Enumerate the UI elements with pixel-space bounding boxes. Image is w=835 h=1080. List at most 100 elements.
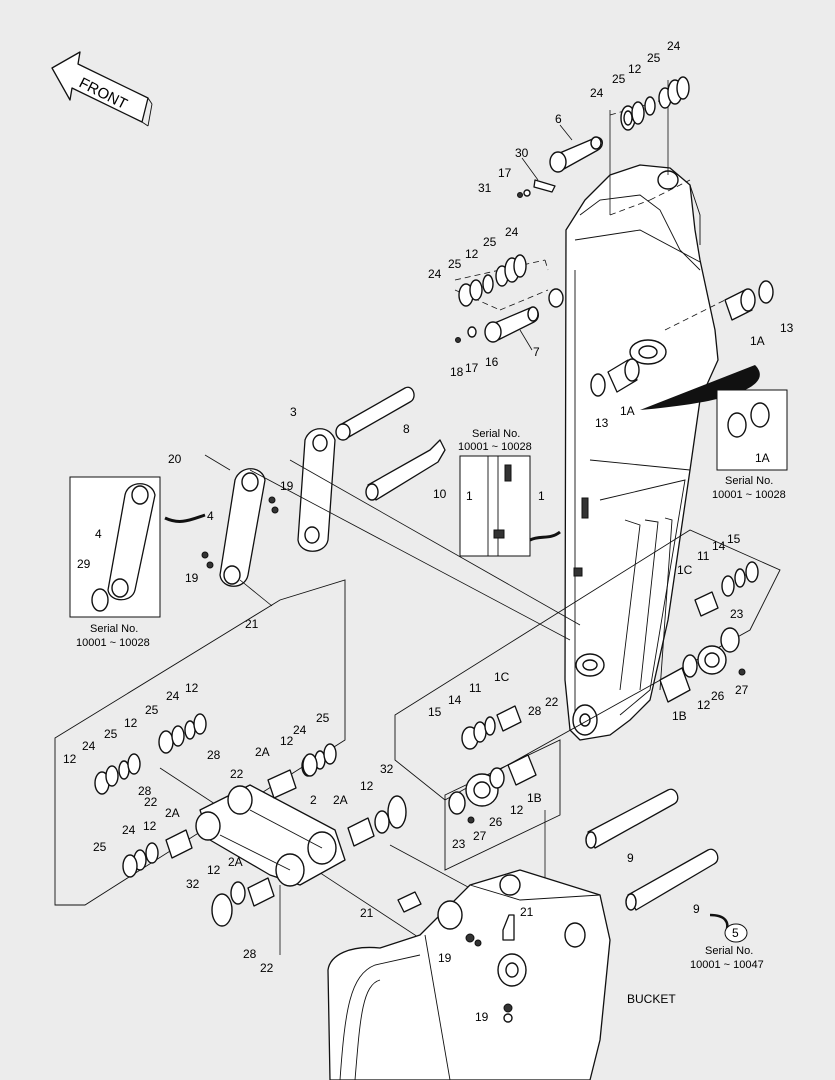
callout-17-lower: 17 (465, 361, 479, 375)
pin-6: 6 (549, 112, 604, 173)
callout-10: 10 (433, 487, 447, 501)
callout-25-box-a: 25 (104, 727, 118, 741)
shim-stack-mid: 24 12 25 25 24 (428, 225, 549, 311)
callout-1b-left: 1B (527, 791, 542, 805)
plate-30: 30 17 31 (478, 146, 556, 198)
callout-28-c: 28 (243, 947, 257, 961)
inset-link-4: 4 29 Serial No. 10001 ~ 10028 (69, 476, 206, 649)
callout-12-box-d: 12 (280, 734, 294, 748)
callout-28-d: 28 (528, 704, 542, 718)
callout-20: 20 (168, 452, 182, 466)
callout-27-left: 27 (473, 829, 487, 843)
link-3: 3 (290, 405, 336, 552)
callout-21-a: 21 (245, 617, 259, 631)
callout-1a-inset: 1A (755, 451, 770, 465)
callout-22-a: 22 (230, 767, 244, 781)
boom-serial-title: Serial No. (472, 428, 520, 440)
callout-12-lower-b: 12 (207, 863, 221, 877)
callout-23-right: 23 (730, 607, 744, 621)
callout-16: 16 (485, 355, 499, 369)
callout-32-a: 32 (380, 762, 394, 776)
bucket-label: BUCKET (627, 992, 676, 1006)
link-2: 2 2A 2A 2A 28 22 24 12 25 12 32 28 22 (93, 753, 407, 975)
callout-2a-a: 2A (255, 745, 270, 759)
bushing-serial-range: 10001 ~ 10028 (712, 489, 786, 501)
boom-serial-range: 10001 ~ 10028 (458, 441, 532, 453)
callout-9-lower: 9 (693, 902, 700, 916)
callout-21-b: 21 (360, 906, 374, 920)
callout-12-box-b: 12 (124, 716, 138, 730)
callout-12-lower-a: 12 (143, 819, 157, 833)
callout-4: 4 (207, 509, 214, 523)
callout-31: 31 (478, 181, 492, 195)
callout-7: 7 (533, 345, 540, 359)
callout-25-lower: 25 (93, 840, 107, 854)
callout-12-box-e: 12 (360, 779, 374, 793)
callout-15-left: 15 (428, 705, 442, 719)
callout-12-mid: 12 (465, 247, 479, 261)
bushing-1a-left: 13 1A (590, 358, 640, 430)
shim-box-right: 1C 11 14 15 23 26 27 12 1B 15 14 11 1C 2… (394, 529, 781, 801)
callout-25-top-right: 25 (647, 51, 661, 65)
link-serial-title: Serial No. (90, 623, 138, 635)
callout-6: 6 (555, 112, 562, 126)
pin-10: 10 (365, 439, 447, 501)
callout-1a-left: 1A (620, 404, 635, 418)
pin-serial-range: 10001 ~ 10047 (690, 959, 764, 971)
callout-2a-c: 2A (165, 806, 180, 820)
callout-30: 30 (515, 146, 529, 160)
callout-2: 2 (310, 793, 317, 807)
callout-2a-b: 2A (333, 793, 348, 807)
pin-9-upper: 9 (585, 788, 679, 865)
callout-19-b: 19 (185, 571, 199, 585)
callout-19-c: 19 (438, 951, 452, 965)
pin-7: 7 16 17 18 (450, 306, 540, 379)
callout-29: 29 (77, 557, 91, 571)
link-4: 20 19 19 4 21 (168, 452, 294, 631)
callout-26-right: 26 (711, 689, 725, 703)
callout-12-top: 12 (628, 62, 642, 76)
pin-9-lower: 9 (625, 848, 719, 916)
callout-1c-right: 1C (677, 563, 693, 577)
callout-22-c: 22 (260, 961, 274, 975)
callout-24-box-b: 24 (166, 689, 180, 703)
callout-12-box-c: 12 (185, 681, 199, 695)
callout-26-left: 26 (489, 815, 503, 829)
callout-18: 18 (450, 365, 464, 379)
callout-1a-right: 1A (750, 334, 765, 348)
callout-4-inset: 4 (95, 527, 102, 541)
callout-28-a: 28 (207, 748, 221, 762)
callout-32-b: 32 (186, 877, 200, 891)
callout-25-top-left: 25 (612, 72, 626, 86)
bushing-1a-right: 13 1A (664, 280, 794, 348)
callout-25-mid-left: 25 (448, 257, 462, 271)
callout-11-right: 11 (697, 549, 710, 563)
callout-24-top-right: 24 (667, 39, 681, 53)
callout-11-left: 11 (469, 681, 482, 695)
callout-19-a: 19 (280, 479, 294, 493)
inset-boom: Serial No. 10001 ~ 10028 1 1 (458, 428, 561, 557)
shim-stack-top: 24 25 12 25 24 (590, 39, 691, 216)
front-arrow-icon: FRONT (51, 51, 153, 127)
callout-1: 1 (538, 489, 545, 503)
callout-8: 8 (403, 422, 410, 436)
callout-5: 5 (732, 926, 739, 940)
callout-24-box-a: 24 (82, 739, 96, 753)
callout-12-right-a: 12 (697, 698, 711, 712)
callout-24-box-c: 24 (293, 723, 307, 737)
callout-12-box-a: 12 (63, 752, 77, 766)
callout-25-box-c: 25 (316, 711, 330, 725)
callout-17-upper: 17 (498, 166, 512, 180)
callout-14-right: 14 (712, 539, 726, 553)
pin-serial-title: Serial No. (705, 945, 753, 957)
callout-23-left: 23 (452, 837, 466, 851)
callout-24-lower: 24 (122, 823, 136, 837)
callout-28-b: 28 (138, 784, 152, 798)
callout-3: 3 (290, 405, 297, 419)
callout-12-center: 12 (510, 803, 524, 817)
inset-pin-9: 5 Serial No. 10001 ~ 10047 (690, 913, 764, 971)
pin-8: 8 (335, 386, 415, 441)
inset-bushing-1a: 1A Serial No. 10001 ~ 10028 (640, 365, 788, 501)
callout-24-mid-right: 24 (505, 225, 519, 239)
